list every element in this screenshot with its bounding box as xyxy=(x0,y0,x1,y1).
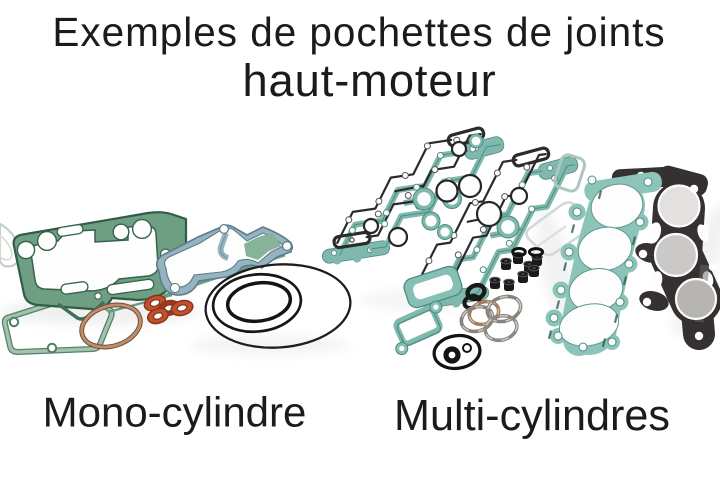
svg-text:haut-moteur: haut-moteur xyxy=(242,55,496,106)
svg-text:Multi-cylindres: Multi-cylindres xyxy=(394,392,670,440)
svg-text:Mono-cylindre: Mono-cylindre xyxy=(43,389,307,436)
svg-text:Exemples de pochettes de joint: Exemples de pochettes de joints xyxy=(52,9,665,55)
